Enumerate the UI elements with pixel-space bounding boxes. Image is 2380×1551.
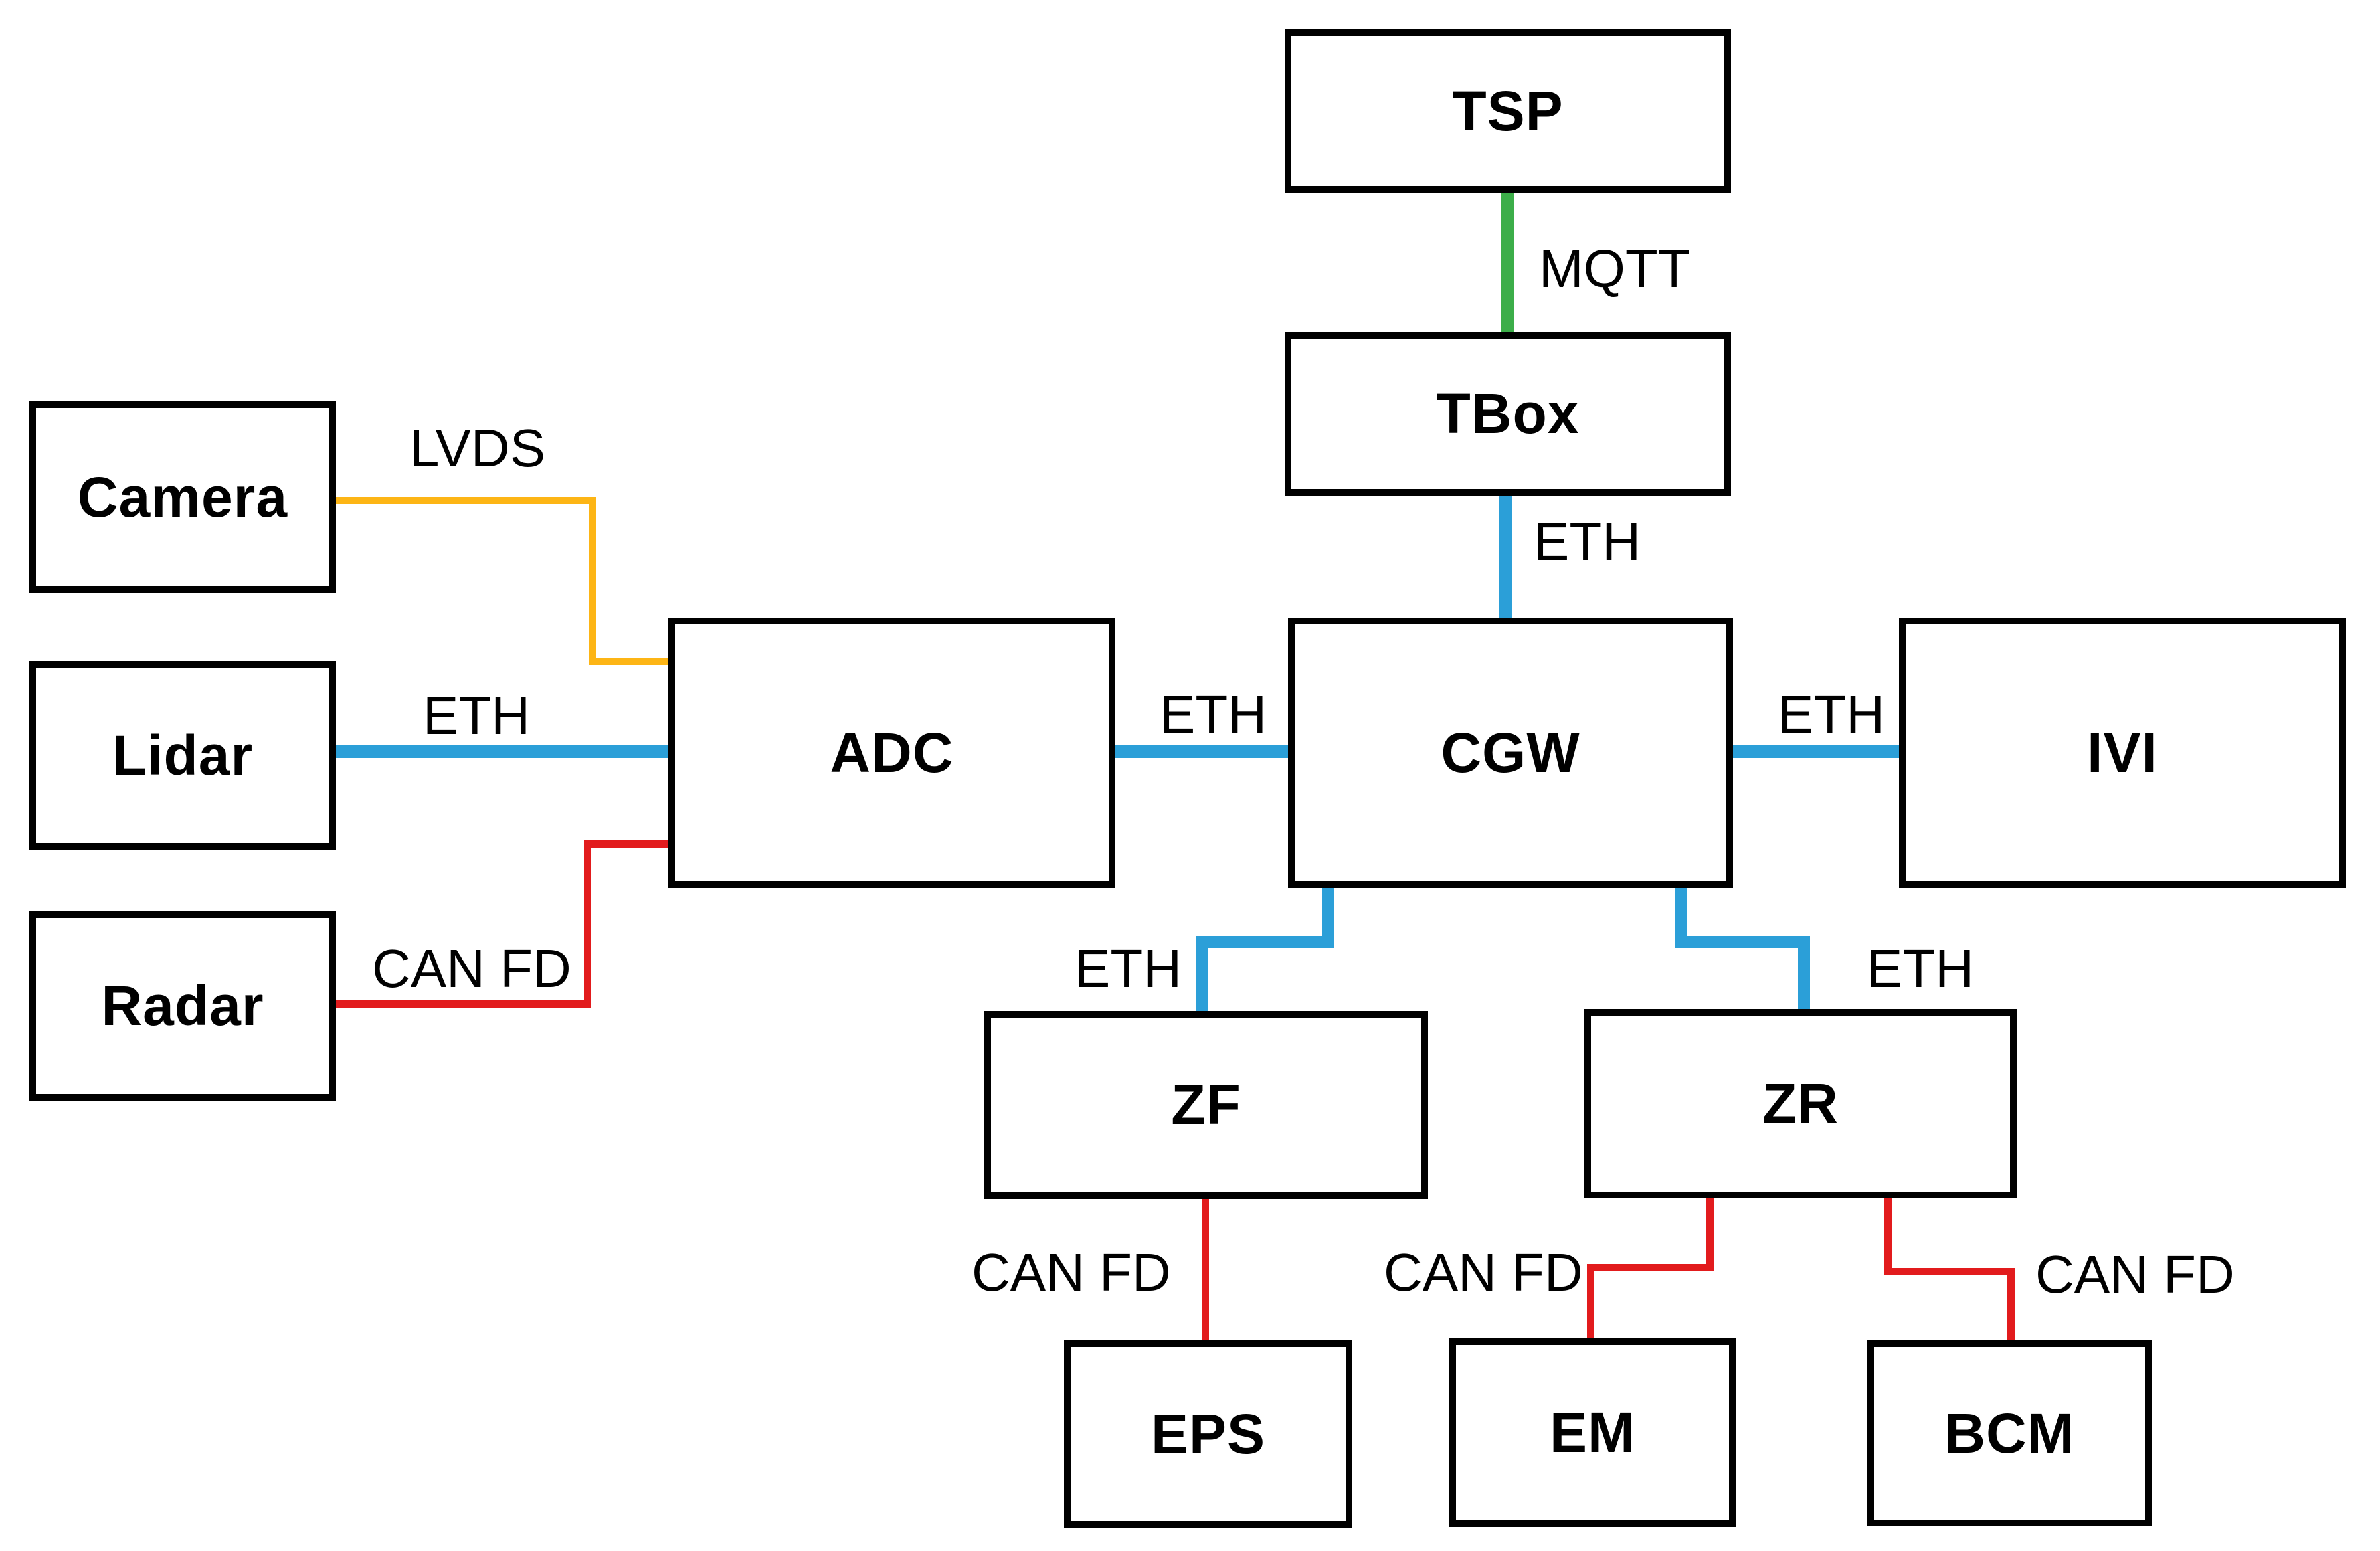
node-zr: ZR [1584, 1009, 2017, 1198]
edge-zr-bcm-segment [1884, 1268, 2015, 1275]
node-camera-label: Camera [77, 465, 288, 529]
edge-zf-eps-line [1202, 1199, 1209, 1340]
node-em-label: EM [1550, 1400, 1635, 1464]
node-zr-label: ZR [1762, 1072, 1839, 1135]
edge-tsp-tbox-line [1501, 193, 1514, 332]
node-cgw: CGW [1288, 618, 1733, 888]
edge-radar-adc-segment [584, 840, 591, 1008]
edge-camera-adc-segment [589, 658, 668, 665]
edge-zr-em-segment [1587, 1264, 1594, 1338]
node-zf-label: ZF [1171, 1073, 1241, 1136]
node-tbox: TBox [1285, 332, 1731, 496]
edge-label-adc-cgw-eth: ETH [1160, 685, 1267, 744]
edge-tbox-cgw-line [1499, 496, 1512, 618]
edge-cgw-zf-segment [1322, 888, 1334, 948]
edge-camera-adc-segment [336, 497, 596, 504]
edge-label-mqtt: MQTT [1539, 239, 1691, 298]
node-radar-label: Radar [101, 974, 264, 1037]
edge-label-cgw-ivi-eth: ETH [1778, 685, 1885, 744]
edge-label-radar-adc-canfd: CAN FD [372, 939, 571, 998]
edge-radar-adc-segment [331, 1000, 591, 1008]
node-camera: Camera [29, 401, 336, 593]
edge-radar-adc-segment [584, 840, 668, 848]
edge-label-cgw-zf-eth: ETH [1075, 939, 1182, 998]
edge-cgw-zr-segment [1675, 888, 1687, 948]
node-tsp-label: TSP [1452, 79, 1564, 143]
node-tbox-label: TBox [1436, 382, 1580, 445]
node-bcm: BCM [1867, 1340, 2152, 1526]
edge-lidar-adc-line [336, 745, 668, 758]
edge-cgw-ivi-line [1733, 745, 1899, 758]
edge-zr-bcm-segment [2007, 1268, 2015, 1340]
edge-cgw-zf-segment [1196, 936, 1334, 948]
node-eps: EPS [1064, 1340, 1352, 1528]
edge-label-zr-bcm-canfd: CAN FD [2035, 1245, 2235, 1304]
edge-label-zf-eps-canfd: CAN FD [972, 1243, 1171, 1302]
edge-zr-em-segment [1587, 1264, 1714, 1271]
edge-cgw-zr-segment [1675, 936, 1810, 948]
edge-label-zr-em-canfd: CAN FD [1384, 1243, 1583, 1302]
edge-cgw-zf-segment [1196, 936, 1208, 1011]
edge-label-tbox-cgw-eth: ETH [1534, 512, 1641, 571]
node-ivi: IVI [1899, 618, 2346, 888]
edge-zr-em-segment [1706, 1198, 1714, 1271]
node-bcm-label: BCM [1944, 1401, 2075, 1465]
edge-zr-bcm-segment [1884, 1198, 1892, 1275]
node-adc-label: ADC [830, 721, 954, 784]
edge-label-cgw-zr-eth: ETH [1867, 939, 1974, 998]
node-ivi-label: IVI [2087, 721, 2158, 784]
node-zf: ZF [984, 1011, 1428, 1199]
node-lidar: Lidar [29, 661, 336, 850]
edge-label-lidar-adc-eth: ETH [423, 686, 530, 745]
node-tsp: TSP [1285, 29, 1731, 193]
node-eps-label: EPS [1150, 1402, 1266, 1465]
node-cgw-label: CGW [1441, 721, 1580, 784]
node-em: EM [1449, 1338, 1736, 1527]
node-radar: Radar [29, 911, 336, 1101]
edge-label-lvds: LVDS [409, 418, 546, 478]
edge-cgw-zr-segment [1798, 936, 1810, 1009]
node-lidar-label: Lidar [112, 723, 254, 787]
edge-adc-cgw-line [1115, 745, 1288, 758]
edge-camera-adc-segment [589, 497, 596, 665]
node-adc: ADC [668, 618, 1115, 888]
